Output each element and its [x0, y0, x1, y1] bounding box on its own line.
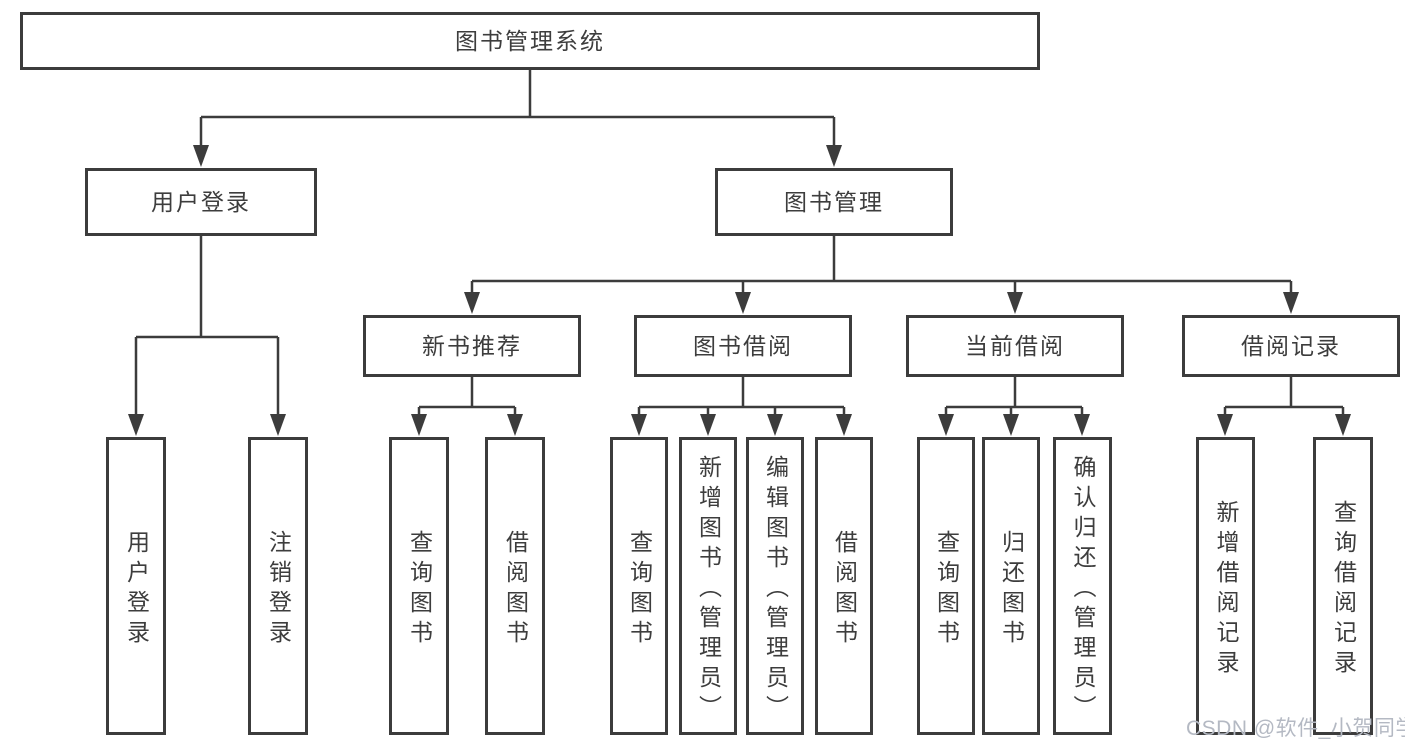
node-label: 注销登录: [265, 529, 292, 650]
node-book-management: 图书管理: [715, 168, 953, 236]
leaf-add-borrow-record: 新增借阅记录: [1196, 437, 1255, 735]
node-label: 编辑图书（管理员）: [762, 454, 789, 725]
leaf-borrow-books: 借阅图书: [815, 437, 873, 735]
node-label: 查询图书: [933, 529, 960, 650]
leaf-add-books-admin: 新增图书（管理员）: [679, 437, 737, 735]
node-label: 借阅记录: [1241, 332, 1341, 359]
leaf-user-login: 用户登录: [106, 437, 166, 735]
leaf-confirm-return-admin: 确认归还（管理员）: [1053, 437, 1112, 735]
node-label: 图书管理系统: [455, 27, 605, 54]
leaf-return-books: 归还图书: [982, 437, 1040, 735]
node-label: 新增借阅记录: [1213, 499, 1239, 680]
csdn-watermark: CSDN @软件_小贺同学: [1186, 717, 1405, 740]
leaf-query-books-borrow: 查询图书: [610, 437, 668, 735]
leaf-query-books-current: 查询图书: [917, 437, 975, 735]
node-label: 查询借阅记录: [1330, 499, 1357, 680]
node-user-login: 用户登录: [85, 168, 317, 236]
node-label: 用户登录: [123, 529, 150, 650]
node-book-borrow: 图书借阅: [634, 315, 852, 377]
node-label: 当前借阅: [965, 332, 1065, 359]
node-label: 新书推荐: [422, 332, 522, 359]
node-label: 图书借阅: [693, 332, 793, 359]
node-label: 图书管理: [784, 188, 884, 215]
node-current-borrow: 当前借阅: [906, 315, 1124, 377]
leaf-logout: 注销登录: [248, 437, 308, 735]
leaf-borrow-books-recommend: 借阅图书: [485, 437, 545, 735]
node-label: 查询图书: [626, 529, 653, 650]
leaf-edit-books-admin: 编辑图书（管理员）: [746, 437, 804, 735]
node-label: 确认归还（管理员）: [1070, 454, 1096, 725]
node-library-management-system: 图书管理系统: [20, 12, 1040, 70]
node-label: 用户登录: [151, 188, 251, 215]
arrowheads: [128, 145, 1351, 436]
node-label: 借阅图书: [831, 529, 858, 650]
connector-paths: [134, 70, 1345, 416]
leaf-query-books-recommend: 查询图书: [389, 437, 449, 735]
node-label: 归还图书: [998, 529, 1025, 650]
leaf-query-borrow-record: 查询借阅记录: [1313, 437, 1373, 735]
node-label: 借阅图书: [502, 529, 529, 650]
node-label: 新增图书（管理员）: [695, 454, 722, 725]
node-label: 查询图书: [406, 529, 433, 650]
node-borrow-record: 借阅记录: [1182, 315, 1400, 377]
node-new-book-recommend: 新书推荐: [363, 315, 581, 377]
